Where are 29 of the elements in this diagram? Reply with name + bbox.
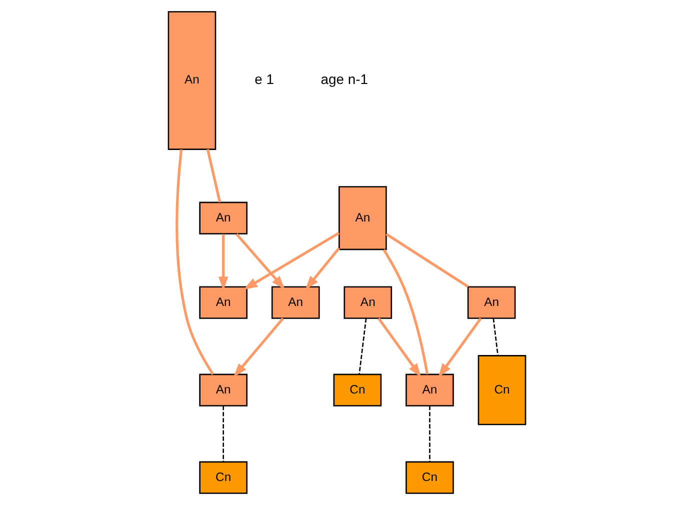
arrow: [305, 247, 340, 290]
node-box: An: [338, 186, 387, 250]
arrow: [236, 233, 286, 290]
connector: [382, 249, 429, 374]
connector: [358, 318, 367, 374]
connector: [429, 406, 430, 462]
node-box: An: [406, 374, 454, 406]
connector: [386, 233, 469, 288]
node-box: Cn: [199, 461, 248, 494]
label: age n-1: [320, 70, 368, 87]
connector: [176, 149, 214, 375]
connector: [492, 318, 499, 356]
connector: [206, 149, 222, 202]
node-box: An: [199, 374, 248, 406]
node-box: An: [271, 286, 320, 319]
arrow: [438, 318, 482, 378]
arrow: [243, 232, 340, 290]
node-box: An: [199, 202, 248, 234]
label: e 1: [254, 70, 274, 87]
node-box: Cn: [333, 374, 382, 406]
node-box: Cn: [406, 461, 454, 494]
arrow: [378, 318, 422, 378]
node-box: An: [467, 286, 516, 319]
connector: [222, 406, 224, 462]
node-box: An: [168, 11, 216, 150]
node-box: Cn: [478, 355, 526, 426]
node-box: An: [344, 286, 392, 319]
arrow: [233, 318, 284, 378]
node-box: An: [199, 286, 248, 319]
